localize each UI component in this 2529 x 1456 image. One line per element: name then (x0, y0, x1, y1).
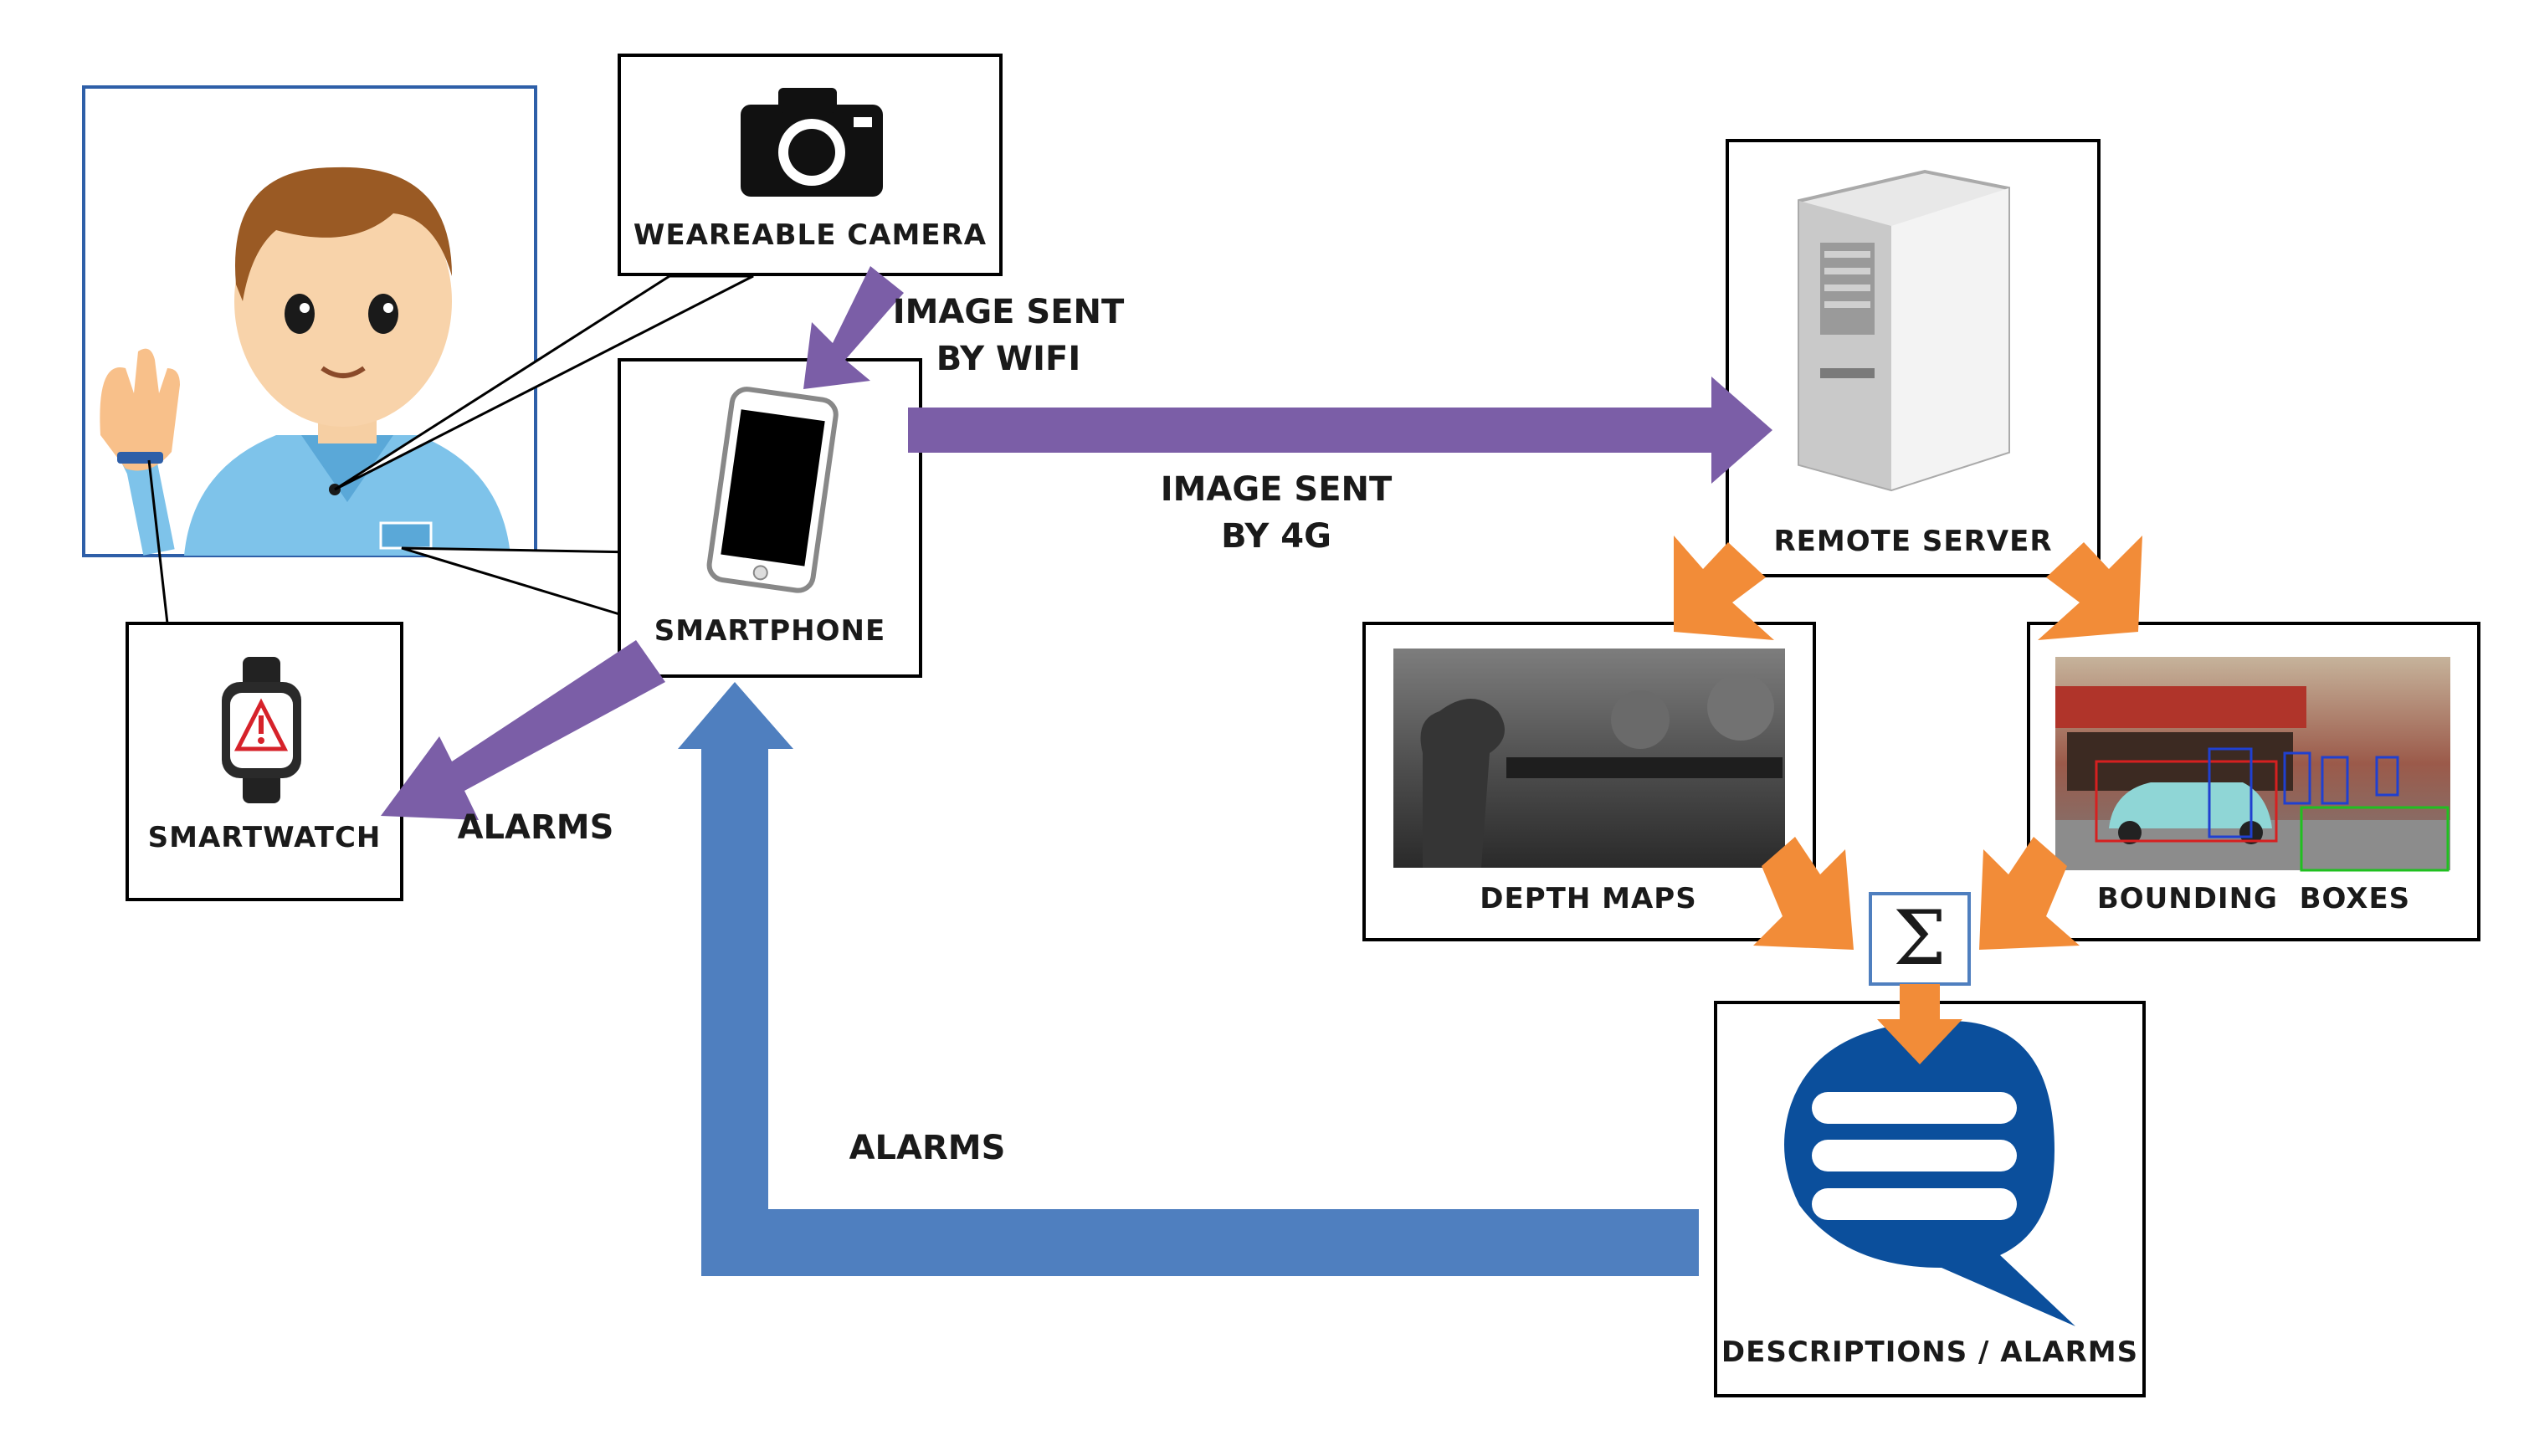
sigma-symbol: Σ (1893, 895, 1947, 982)
fourg-label-line1: IMAGE SENT (1161, 470, 1393, 509)
smartwatch-label: SMARTWATCH (148, 821, 382, 854)
server-icon (1798, 169, 2010, 492)
arrow-bbox-to-sigma (1979, 837, 2080, 950)
remote-server-label: REMOTE SERVER (1773, 525, 2052, 558)
arrow-server-to-bbox (2038, 536, 2142, 640)
wifi-label-line1: IMAGE SENT (893, 293, 1125, 331)
wearable-camera-label: WEAREABLE CAMERA (634, 218, 987, 252)
descriptions-box: DESCRIPTIONS / ALARMS (1714, 1001, 2146, 1397)
wifi-label-line2: BY WIFI (936, 340, 1080, 378)
smartphone-label: SMARTPHONE (654, 614, 885, 648)
smartphone-box: SMARTPHONE (618, 358, 922, 678)
descriptions-alarms-label: DESCRIPTIONS / ALARMS (1721, 1336, 2138, 1369)
arrow-sigma-to-descriptions (1877, 984, 1962, 1064)
user-panel (82, 85, 537, 557)
camera-icon (741, 88, 883, 197)
arrow-descriptions-to-phone (678, 682, 1699, 1276)
bounding-boxes-label: BOUNDING BOXES (2097, 882, 2410, 915)
alarms-watch-label: ALARMS (458, 808, 614, 847)
fourg-label-line2: BY 4G (1221, 517, 1331, 556)
sigma-box: Σ (1869, 892, 1971, 986)
depth-maps-label: DEPTH MAPS (1480, 882, 1696, 915)
remote-server-box: REMOTE SERVER (1726, 139, 2101, 577)
bounding-boxes-box: BOUNDING BOXES (2027, 622, 2480, 941)
arrow-server-to-depth (1674, 536, 1774, 640)
arrow-phone-to-server (908, 377, 1772, 484)
callout-lines (147, 274, 754, 625)
depth-map-image (1393, 649, 1785, 868)
alarms-return-label: ALARMS (849, 1129, 1006, 1167)
bounding-boxes-image (2055, 657, 2450, 872)
smartphone-icon (706, 387, 839, 593)
arrow-camera-to-phone (803, 266, 904, 389)
speech-bubble-icon (1784, 1021, 2075, 1326)
wearable-camera-box: WEAREABLE CAMERA (618, 54, 1003, 276)
smartwatch-box: SMARTWATCH (126, 622, 403, 901)
arrow-phone-to-watch (381, 640, 665, 820)
smartwatch-icon (222, 657, 301, 803)
arrow-depth-to-sigma (1753, 837, 1854, 950)
depth-maps-box: DEPTH MAPS (1362, 622, 1816, 941)
